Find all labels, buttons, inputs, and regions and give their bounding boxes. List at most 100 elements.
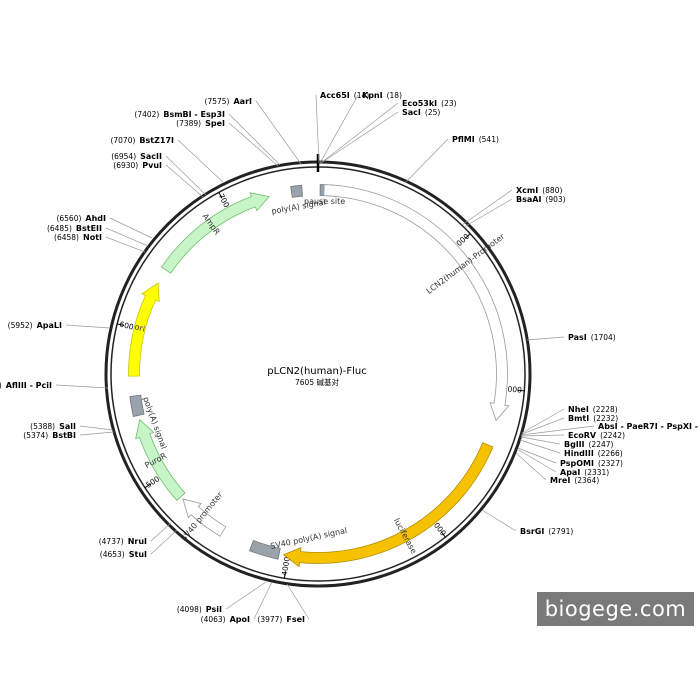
site-name: NruI <box>128 537 147 546</box>
site-leader-line <box>521 408 565 434</box>
site-leader-line <box>228 113 281 166</box>
site-bstbi: BstBI(5374) <box>23 431 115 440</box>
site-leader-line <box>320 111 399 164</box>
site-name: BglII <box>564 440 585 449</box>
site-name: StuI <box>129 550 147 559</box>
sv40-poly-a-signal-feature <box>249 539 281 560</box>
site-name: PflMI <box>452 135 475 144</box>
site-name: BmtI <box>568 414 589 423</box>
site-absi-paer7i-pspxi-xhoi: AbsI - PaeR7I - PspXI - XhoI(2234) <box>520 422 700 436</box>
site-position: (903) <box>545 195 565 204</box>
site-name: SpeI <box>205 119 225 128</box>
scale-tick <box>144 483 152 489</box>
site-name: KpnI <box>362 91 383 100</box>
site-leader-line <box>320 102 399 164</box>
site-name: SalI <box>59 422 76 431</box>
site-leader-line <box>177 139 225 184</box>
site-name: XcmI <box>516 186 538 195</box>
scale-tick <box>464 233 471 239</box>
site-name: EcoRV <box>568 431 597 440</box>
site-name: ApaLI <box>37 321 62 330</box>
site-spei: SpeI (7389) <box>176 119 279 167</box>
site-nrui: NruI (4737) <box>99 522 172 546</box>
site-nhei: NheI(2228) <box>521 405 618 434</box>
site-name: NheI <box>568 405 589 414</box>
site-leader-line <box>79 425 114 431</box>
site-position: (4737) <box>99 537 124 546</box>
site-aari: AarI(7575) <box>205 97 302 165</box>
site-pvui: PvuI(6930) <box>113 161 204 198</box>
site-apali: ApaLI(5952) <box>8 321 111 330</box>
site-position: (5374) <box>23 431 48 440</box>
site-name: PspOMI <box>560 459 594 468</box>
site-leader-line <box>517 447 557 464</box>
site-leader-line <box>520 434 565 437</box>
site-name: AhdI <box>85 214 106 223</box>
site-name: HindIII <box>564 449 594 458</box>
ori-feature <box>128 282 160 377</box>
site-name: PasI <box>568 333 587 342</box>
site-apai: ApaI(2331) <box>516 448 609 477</box>
site-leader-line <box>516 448 557 473</box>
site-position: (7389) <box>176 119 201 128</box>
site-position: (1704) <box>591 333 616 342</box>
site-name: NotI <box>83 233 102 242</box>
site-position: (880) <box>542 186 562 195</box>
site-name: BsrGI <box>520 527 544 536</box>
site-leader-line <box>286 583 310 620</box>
site-xcmi: XcmI (880) <box>461 186 562 226</box>
site-name: FseI <box>286 615 305 624</box>
feature-label: poly(A) signal <box>271 198 327 216</box>
restriction-sites: Acc65I(14)KpnI(18)Eco53kI(23)SacI(25)Pfl… <box>0 91 700 624</box>
site-hindiii: HindIII(2266) <box>519 439 623 458</box>
site-mrei: MreI(2364) <box>515 452 599 485</box>
site-name: SacI <box>402 108 421 117</box>
site-leader-line <box>463 198 513 228</box>
site-name: BstEII <box>76 224 102 233</box>
site-name: BstZ17I <box>139 136 174 145</box>
scale-tick <box>218 192 223 199</box>
site-psii: PsiI(4098) <box>177 581 267 614</box>
site-ecorv: EcoRV(2242) <box>520 431 625 440</box>
site-leader-line <box>515 452 547 481</box>
site-sali: SalI(5388) <box>30 422 114 431</box>
site-leader-line <box>165 155 207 196</box>
site-leader-line <box>526 336 565 341</box>
site-leader-line <box>225 581 267 610</box>
site-leader-line <box>105 227 149 247</box>
site-position: (4653) <box>100 550 125 559</box>
site-position: (14) <box>354 91 369 100</box>
site-leader-line <box>165 164 204 198</box>
site-leader-line <box>461 189 513 226</box>
site-acc65i: Acc65I(14) <box>315 91 369 164</box>
site-position: (2791) <box>548 527 573 536</box>
site-name: PsiI <box>206 605 222 614</box>
site-position: (7575) <box>205 97 230 106</box>
site-position: (3977) <box>257 615 282 624</box>
site-kpni: KpnI(18) <box>319 91 402 164</box>
site-position: (2327) <box>598 459 623 468</box>
site-ahdi: AhdI(6560) <box>56 214 153 239</box>
site-name: MreI <box>550 476 570 485</box>
site-noti: NotI(6458) <box>54 233 146 253</box>
puror-feature <box>135 418 186 501</box>
site-bsteii: BstEII(6485) <box>47 224 149 247</box>
site-name: SacII <box>140 152 162 161</box>
site-leader-line <box>521 417 565 435</box>
site-leader-line <box>228 122 279 167</box>
feature-label: SV40 poly(A) signal <box>270 526 348 551</box>
site-name: AbsI - PaeR7I - PspXI - XhoI <box>598 422 700 431</box>
site-name: BsaAI <box>516 195 541 204</box>
site-position: (7070) <box>110 136 135 145</box>
site-leader-line <box>65 324 111 329</box>
site-position: (6930) <box>113 161 138 170</box>
site-leader-line <box>315 94 320 164</box>
plasmid-name: pLCN2(human)-Fluc <box>267 366 366 377</box>
scale-tick <box>440 531 446 538</box>
site-pflmi: PflMI(541) <box>404 135 499 184</box>
site-name: Eco53kI <box>402 99 437 108</box>
poly-a-signal-2-feature <box>290 184 303 198</box>
site-leader-line <box>150 522 172 542</box>
site-leader-line <box>79 431 115 436</box>
